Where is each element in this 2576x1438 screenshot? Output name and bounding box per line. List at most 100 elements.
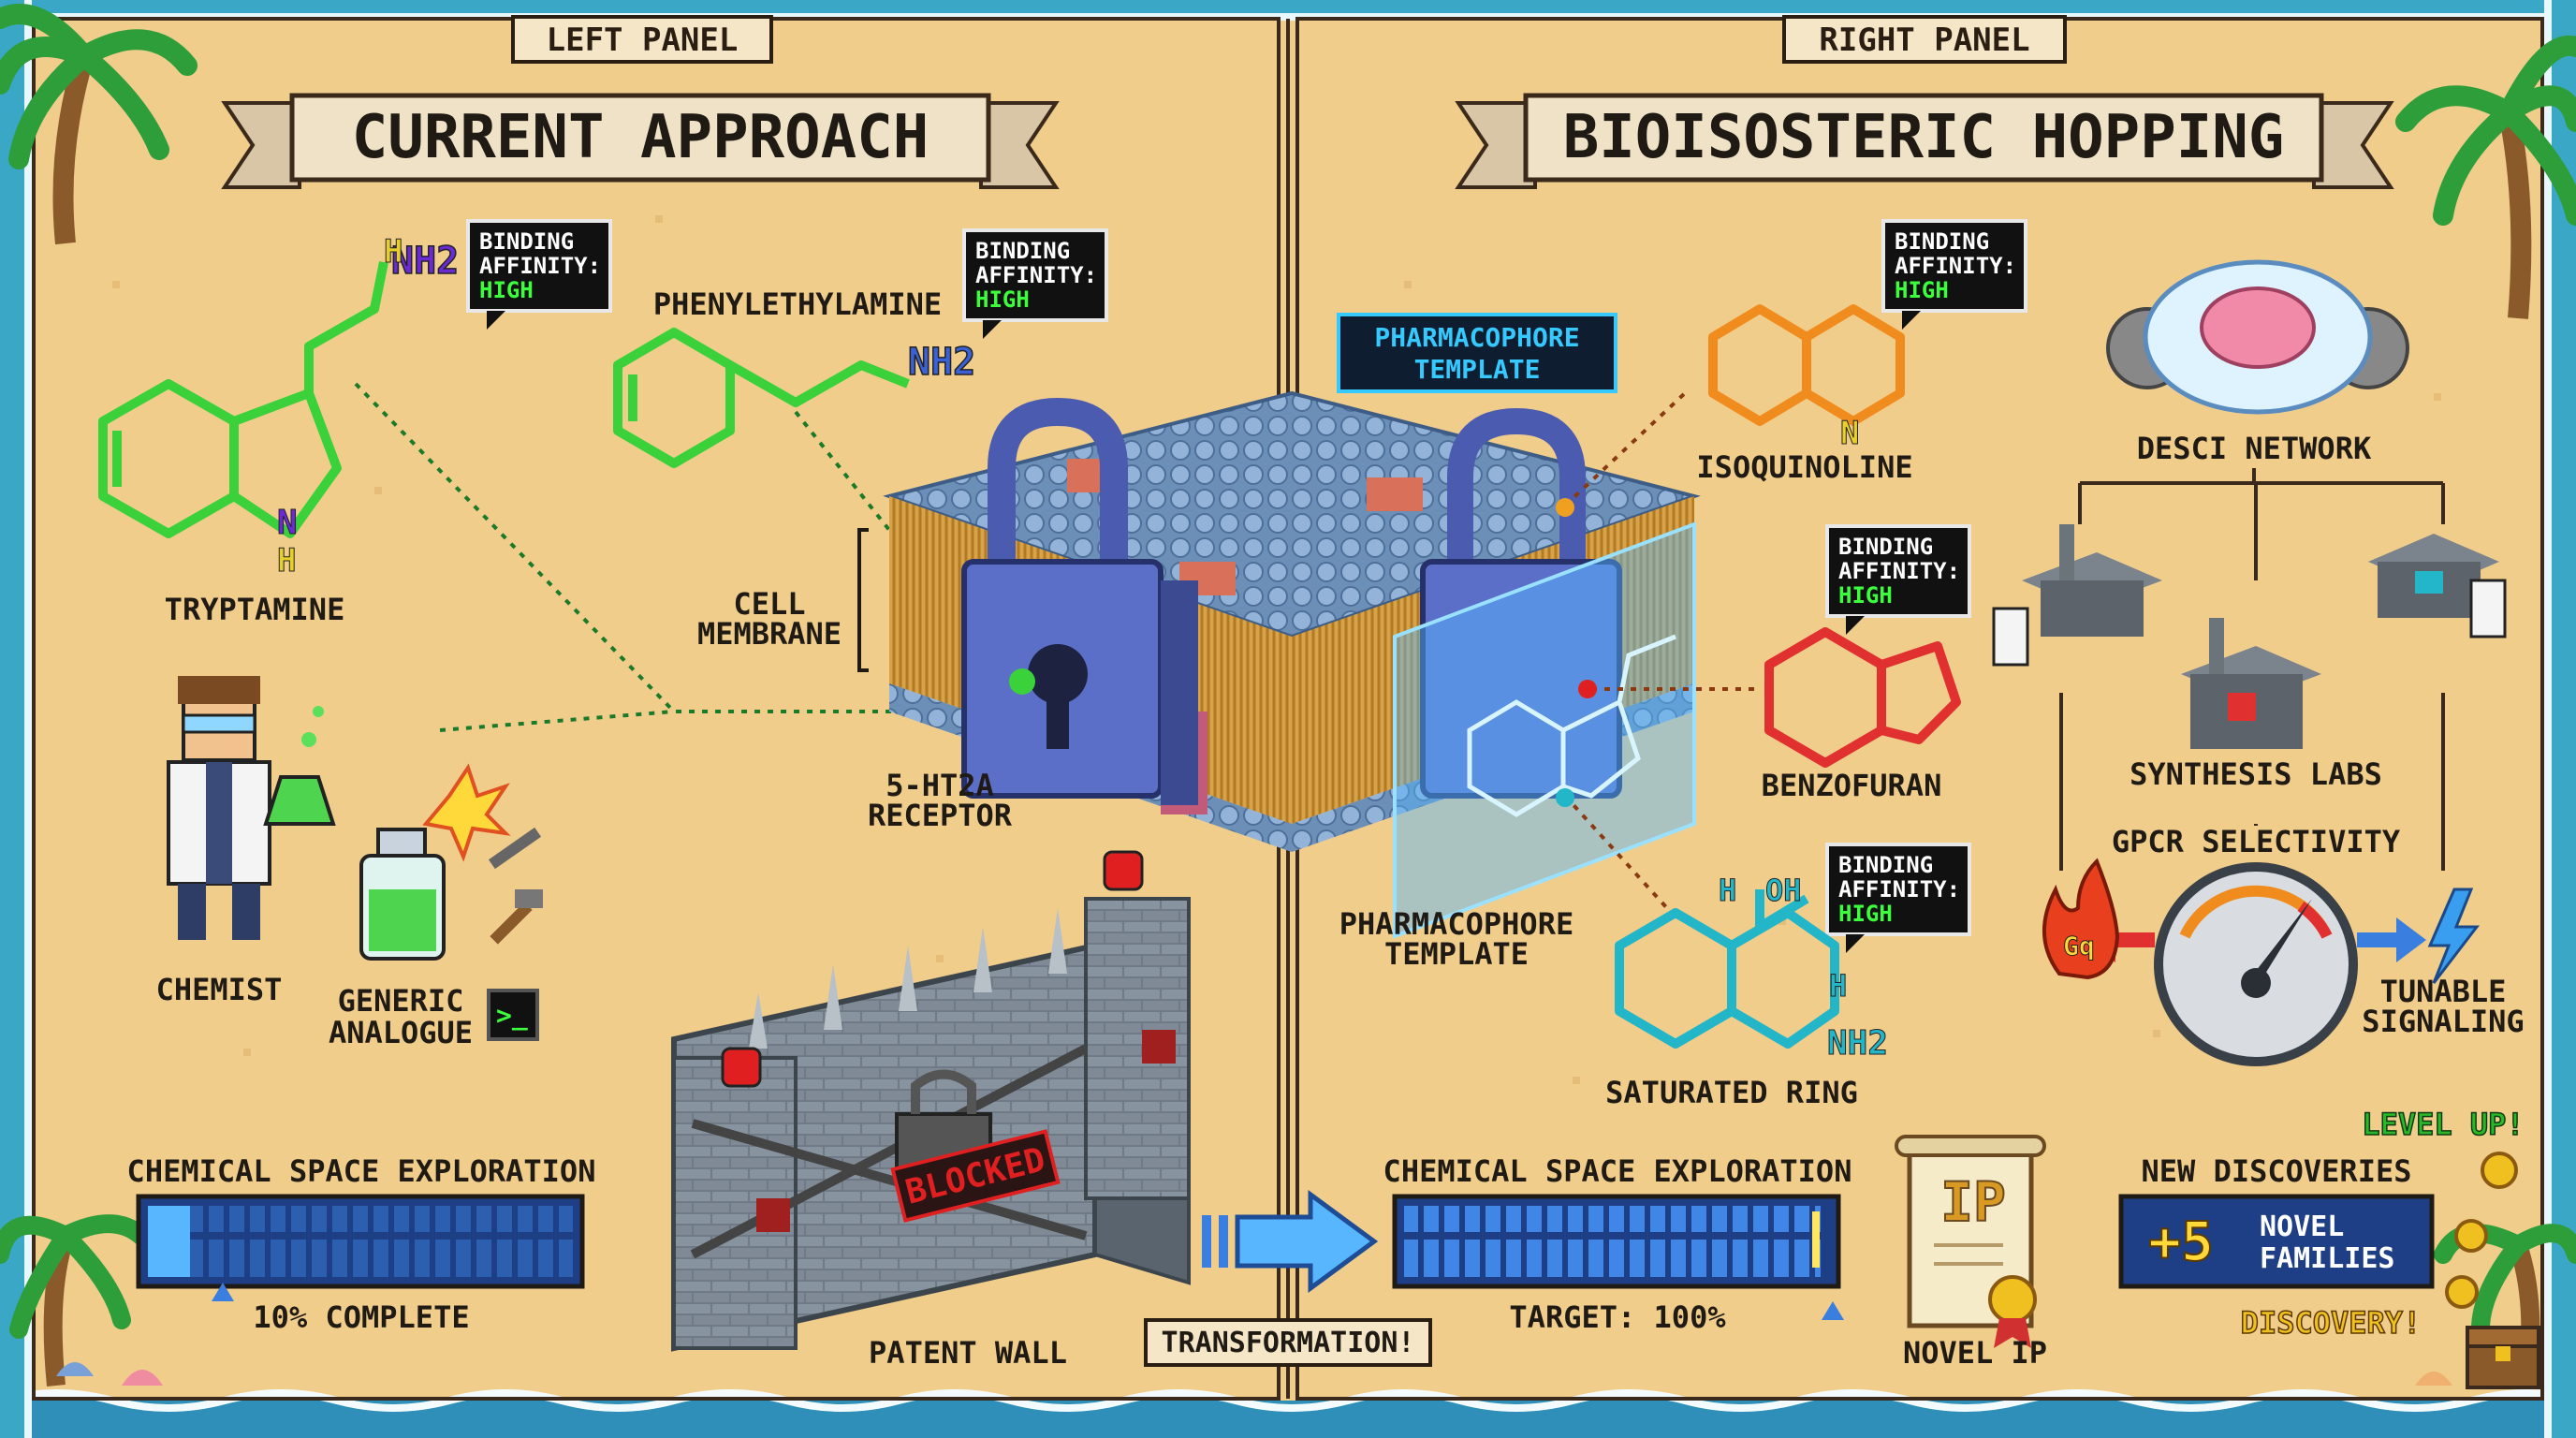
treasure-chest-icon <box>2466 1326 2540 1389</box>
seashell-icons <box>56 1362 2452 1386</box>
right-progress-label: CHEMICAL SPACE EXPLORATION <box>1383 1153 1852 1189</box>
isoquinoline-label: ISOQUINOLINE <box>1696 449 1912 485</box>
benzofuran-label: BENZOFURAN <box>1762 768 1942 803</box>
phenylethylamine-molecule <box>613 328 910 468</box>
tunable-signaling-line2: SIGNALING <box>2362 1004 2524 1039</box>
terminal-icon: >_ <box>487 989 539 1041</box>
tryptamine-nh2-label: NH2 <box>391 240 459 283</box>
receptor-label-line2: RECEPTOR <box>868 798 1013 833</box>
binding-label: BINDING <box>1895 228 1989 255</box>
tryptamine-h-top: H <box>384 233 402 271</box>
binding-affinity-box-benzofuran: BINDING AFFINITY: HIGH <box>1825 524 1971 635</box>
palm-tree-bottom-left <box>0 1214 159 1387</box>
binding-label: BINDING <box>975 238 1070 264</box>
affinity-value: HIGH <box>1838 901 1893 927</box>
gq-flame-icon: Gq <box>2042 858 2120 980</box>
novel-families-card: +5 NOVEL FAMILIES <box>2118 1194 2435 1289</box>
benzofuran-molecule <box>1764 627 1961 768</box>
foam-left <box>24 0 32 1438</box>
pharmacophore-box-line1: PHARMACOPHORE <box>1374 322 1579 353</box>
new-discoveries-label: NEW DISCOVERIES <box>2142 1153 2412 1189</box>
saturated-ring-h2-label: H <box>1829 968 1847 1004</box>
synthesis-lab-icon-1 <box>1992 524 2162 667</box>
wrench-icon <box>488 827 542 870</box>
cell-membrane-label-line2: MEMBRANE <box>697 616 842 652</box>
generic-analogue-bottle <box>359 828 446 961</box>
level-up-text: LEVEL UP! <box>2362 1107 2524 1142</box>
spark-icon <box>422 763 511 862</box>
right-panel-tag-text: RIGHT PANEL <box>1819 22 2029 59</box>
synthesis-lab-icon-3 <box>2368 534 2507 638</box>
generic-analogue-label-line1: GENERIC <box>338 983 464 1019</box>
chemist-figure <box>167 676 336 940</box>
binding-affinity-box-saturated-ring: BINDING AFFINITY: HIGH <box>1825 843 1971 953</box>
binding-affinity-box-isoquinoline: BINDING AFFINITY: HIGH <box>1881 219 2027 330</box>
right-progress-status: TARGET: 100% <box>1509 1299 1726 1335</box>
phenylethylamine-nh2-label: NH2 <box>908 341 975 384</box>
discovery-text: DISCOVERY! <box>2241 1305 2422 1341</box>
patent-wall <box>671 850 1191 1352</box>
ocean-top <box>0 0 2576 21</box>
affinity-label: AFFINITY: <box>975 262 1097 288</box>
tunable-signaling-line1: TUNABLE <box>2380 974 2507 1009</box>
transformation-label: TRANSFORMATION! <box>1162 1327 1415 1359</box>
desci-network-label: DESCI NETWORK <box>2137 431 2372 466</box>
pharmacophore-template-box: PHARMACOPHORE TEMPLATE <box>1337 313 1617 393</box>
palm-tree-top-right <box>2395 35 2576 319</box>
binding-affinity-box-phenylethylamine: BINDING AFFINITY: HIGH <box>962 228 1108 339</box>
connector-node-red <box>1578 680 1597 698</box>
binding-label: BINDING <box>479 228 574 255</box>
ocean-left <box>0 0 24 1438</box>
affinity-value: HIGH <box>1838 582 1893 609</box>
transformation-tag <box>1144 1318 1432 1367</box>
sand-speckles <box>112 215 2441 1084</box>
receptor-label-line1: 5-HT2A <box>886 768 994 803</box>
affinity-value: HIGH <box>479 277 534 303</box>
hologram-connectors <box>1563 391 1760 919</box>
tryptamine-label: TRYPTAMINE <box>165 592 345 627</box>
left-progress-fill <box>148 1206 190 1277</box>
right-title-banner: BIOISOSTERIC HOPPING <box>1455 93 2394 189</box>
ocean-bottom <box>0 1389 2576 1438</box>
left-progress-segments <box>148 1206 573 1277</box>
left-progress-marker <box>212 1283 234 1301</box>
affinity-label: AFFINITY: <box>1838 558 1960 584</box>
network-tree-lines <box>2059 468 2445 871</box>
left-panel-tag-text: LEFT PANEL <box>547 22 739 59</box>
left-panel-title: CURRENT APPROACH <box>352 103 929 172</box>
pharmacophore-box-line2: TEMPLATE <box>1414 354 1541 385</box>
affinity-value: HIGH <box>975 286 1030 313</box>
synthesis-lab-icon-2 <box>2181 618 2321 749</box>
synthesis-labs-label: SYNTHESIS LABS <box>2130 756 2382 792</box>
saturated-ring-oh-label: OH <box>1765 873 1802 908</box>
palm-tree-top-left <box>0 4 198 245</box>
tryptamine-h-bottom: H <box>277 542 296 580</box>
pharmacophore-label-line1: PHARMACOPHORE <box>1339 906 1573 942</box>
ip-text: IP <box>1940 1170 2006 1234</box>
left-progress-status: 10% COMPLETE <box>253 1299 469 1335</box>
pharmacophore-hologram <box>1393 521 1696 939</box>
tryptamine-molecule <box>98 261 388 538</box>
left-panel-tag: LEFT PANEL <box>511 15 773 64</box>
plus-five-count: +5 <box>2148 1210 2214 1273</box>
connector-node-cyan <box>1556 788 1574 807</box>
tryptamine-n-label: N <box>277 504 298 542</box>
saturated-ring-h-label: H <box>1719 873 1736 908</box>
affinity-label: AFFINITY: <box>1838 876 1960 902</box>
gpcr-selectivity-gauge-icon <box>2154 862 2358 1066</box>
gold-coin-icons <box>2445 1152 2518 1309</box>
left-title-banner: CURRENT APPROACH <box>221 93 1060 189</box>
affinity-label: AFFINITY: <box>1895 253 2016 279</box>
patent-wall-label: PATENT WALL <box>869 1335 1067 1371</box>
terminal-prompt: >_ <box>496 1000 528 1031</box>
foam-right <box>2544 0 2552 1438</box>
cell-membrane-label-line1: CELL <box>733 586 805 622</box>
right-progress-fill <box>1404 1206 1821 1277</box>
right-progress-marker <box>1822 1301 1844 1320</box>
chemist-label: CHEMIST <box>156 972 283 1007</box>
isoquinoline-n-label: N <box>1840 415 1859 452</box>
desci-cloud-brain-icon <box>2106 259 2409 415</box>
saturated-ring-molecule <box>1615 889 1839 1049</box>
